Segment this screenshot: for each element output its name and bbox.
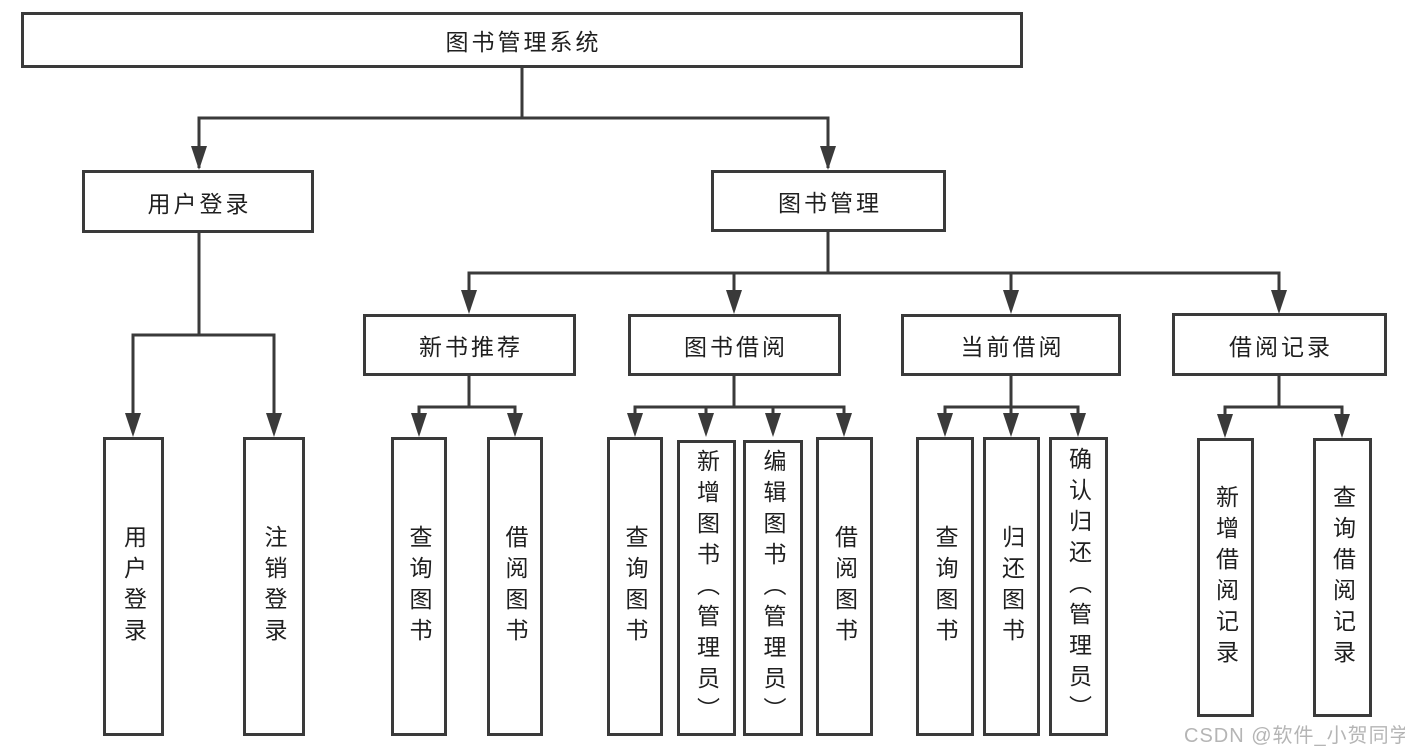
node-label: 查询图书 [622,524,648,649]
leaf-recd-add-borrow-record: 新增借阅记录 [1197,438,1254,717]
node-label: 新增借阅记录 [1212,484,1239,671]
node-label: 图书管理系统 [445,29,602,55]
leaf-rec-query-books: 查询图书 [391,437,447,736]
node-label: 归还图书 [998,524,1025,649]
leaf-bor-edit-books-admin: 编辑图书（管理员） [743,440,803,736]
node-label: 确认归还（管理员） [1065,447,1092,726]
watermark: CSDN @软件_小贺同学 [1184,725,1405,747]
node-label: 借阅图书 [831,524,858,649]
leaf-cur-confirm-return-admin: 确认归还（管理员） [1049,437,1108,736]
node-label: 新书推荐 [419,334,523,360]
node-label: 图书借阅 [684,334,788,360]
node-user-login: 用户登录 [82,170,314,233]
node-label: 借阅图书 [502,524,528,649]
node-label: 用户登录 [147,190,252,217]
node-borrowing-records: 借阅记录 [1172,313,1387,376]
node-label: 查询借阅记录 [1329,484,1356,671]
leaf-cur-query-books: 查询图书 [916,437,974,736]
leaf-cur-return-books: 归还图书 [983,437,1040,736]
leaf-bor-add-books-admin: 新增图书（管理员） [677,440,736,736]
node-label: 借阅记录 [1229,333,1333,360]
leaf-bor-borrow-books: 借阅图书 [816,437,873,736]
node-current-borrowing: 当前借阅 [901,314,1121,376]
leaf-rec-borrow-books: 借阅图书 [487,437,543,736]
node-label: 当前借阅 [960,334,1065,360]
node-label: 图书管理 [778,190,882,216]
leaf-recd-query-borrow-record: 查询借阅记录 [1313,438,1372,717]
node-label: 用户登录 [120,524,147,649]
leaf-user-login: 用户登录 [103,437,164,736]
node-book-borrowing: 图书借阅 [628,314,841,376]
node-label: 注销登录 [261,524,287,649]
node-label: 查询图书 [932,524,958,649]
leaf-bor-query-books: 查询图书 [607,437,663,736]
node-book-management: 图书管理 [711,170,946,232]
node-label: 查询图书 [406,524,432,649]
leaf-logout: 注销登录 [243,437,305,736]
node-label: 新增图书（管理员） [693,448,720,728]
node-label: 编辑图书（管理员） [760,448,786,728]
node-new-book-recommendation: 新书推荐 [363,314,576,376]
node-library-management-system: 图书管理系统 [21,12,1023,68]
